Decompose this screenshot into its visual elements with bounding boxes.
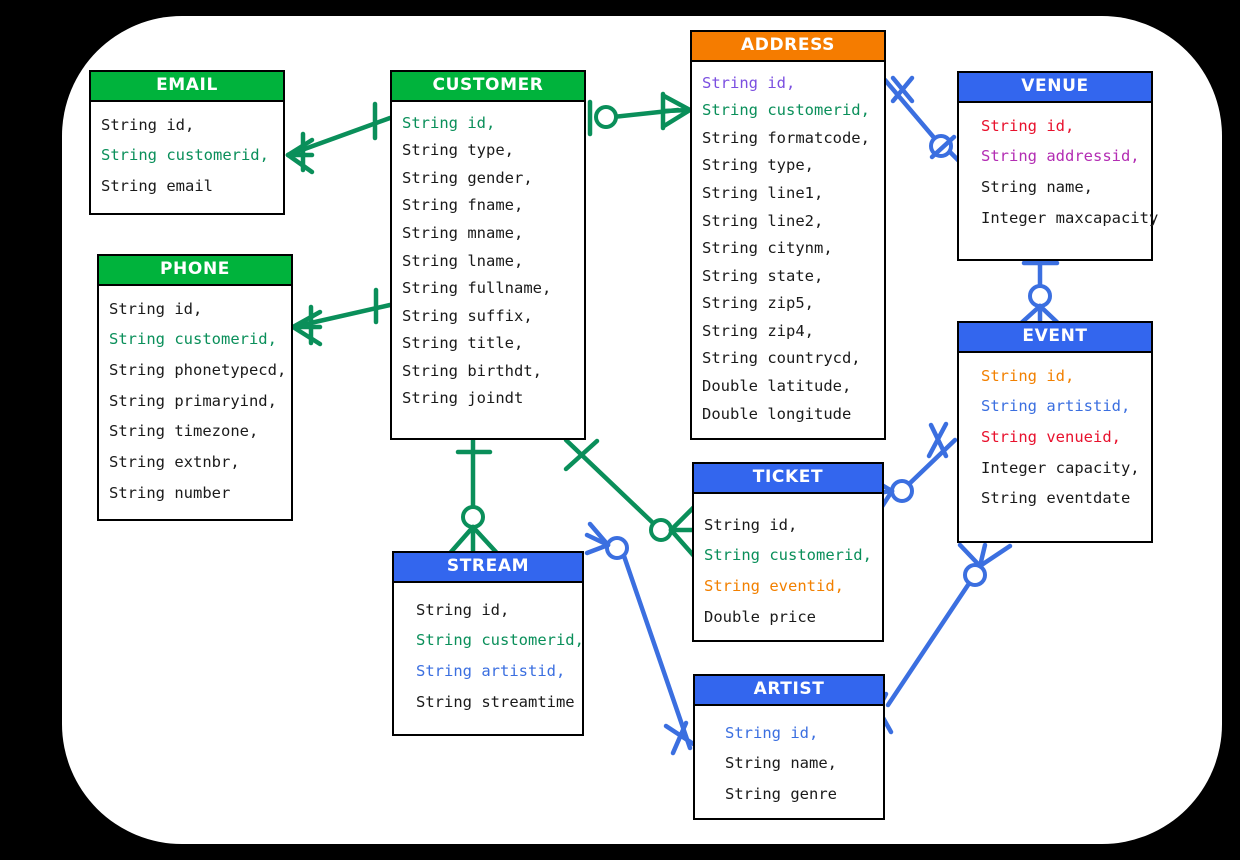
- entity-stream[interactable]: STREAM String id, String customerid, Str…: [392, 551, 584, 736]
- field: String customerid,: [109, 330, 277, 349]
- field: String addressid,: [981, 147, 1140, 166]
- field: String id,: [725, 723, 819, 742]
- field: String id,: [704, 515, 798, 534]
- field: String formatcode,: [702, 128, 870, 147]
- field: Double latitude,: [702, 377, 852, 396]
- field: String primaryind,: [109, 391, 277, 410]
- entity-title-email: EMAIL: [91, 72, 283, 102]
- field: String id,: [981, 366, 1075, 385]
- field: String zip5,: [702, 294, 814, 313]
- field: String artistid,: [416, 662, 566, 681]
- entity-title-event: EVENT: [959, 323, 1151, 353]
- field: Integer maxcapacity: [981, 208, 1159, 227]
- entity-title-ticket: TICKET: [694, 464, 882, 494]
- field: String id,: [109, 299, 203, 318]
- entity-fields-stream: String id, String customerid, String art…: [394, 583, 584, 728]
- entity-title-stream: STREAM: [394, 553, 582, 583]
- field: String eventdate: [981, 489, 1131, 508]
- field: String lname,: [402, 251, 524, 270]
- entity-title-phone: PHONE: [99, 256, 291, 286]
- field: String eventid,: [704, 577, 844, 596]
- entity-fields-customer: String id, String type, String gender, S…: [392, 102, 584, 423]
- field: String fullname,: [402, 279, 552, 298]
- field: String id,: [702, 73, 796, 92]
- field: String id,: [981, 116, 1075, 135]
- field: String customerid,: [416, 631, 584, 650]
- entity-fields-address: String id, String customerid, String for…: [692, 62, 884, 439]
- field: String customerid,: [101, 146, 269, 165]
- entity-event[interactable]: EVENT String id, String artistid, String…: [957, 321, 1153, 543]
- field: String zip4,: [702, 321, 814, 340]
- field: String fname,: [402, 196, 524, 215]
- field: String artistid,: [981, 397, 1131, 416]
- entity-email[interactable]: EMAIL String id, String customerid, Stri…: [89, 70, 285, 215]
- field: String email: [101, 177, 213, 196]
- field: String state,: [702, 266, 824, 285]
- field: Double price: [704, 607, 816, 626]
- field: String title,: [402, 334, 524, 353]
- field: String mname,: [402, 224, 524, 242]
- field: String id,: [416, 600, 510, 619]
- field: String joindt: [402, 389, 524, 408]
- entity-fields-event: String id, String artistid, String venue…: [959, 353, 1151, 524]
- entity-ticket[interactable]: TICKET String id, String customerid, Str…: [692, 462, 884, 642]
- entity-fields-email: String id, String customerid, String ema…: [91, 102, 283, 212]
- field: String birthdt,: [402, 361, 542, 380]
- field: String countrycd,: [702, 349, 861, 368]
- field: String customerid,: [704, 546, 872, 565]
- field: String suffix,: [402, 306, 533, 325]
- entity-phone[interactable]: PHONE String id, String customerid, Stri…: [97, 254, 293, 521]
- entity-title-address: ADDRESS: [692, 32, 884, 62]
- field: String type,: [702, 156, 814, 175]
- field: String customerid,: [702, 101, 870, 120]
- entity-title-artist: ARTIST: [695, 676, 883, 706]
- field: String phonetypecd,: [109, 361, 287, 380]
- field: Double longitude: [702, 404, 852, 423]
- entity-artist[interactable]: ARTIST String id, String name, String ge…: [693, 674, 885, 820]
- entity-address[interactable]: ADDRESS String id, String customerid, St…: [690, 30, 886, 440]
- field: String id,: [101, 115, 195, 134]
- entity-fields-venue: String id, String addressid, String name…: [959, 103, 1159, 244]
- entity-title-customer: CUSTOMER: [392, 72, 584, 102]
- field: String streamtime: [416, 692, 575, 711]
- field: String line1,: [702, 184, 824, 202]
- entity-fields-phone: String id, String customerid, String pho…: [99, 286, 291, 519]
- entity-fields-artist: String id, String name, String genre: [695, 706, 883, 820]
- field: String line2,: [702, 211, 824, 230]
- field: String venueid,: [981, 428, 1121, 447]
- field: String name,: [981, 178, 1093, 197]
- entity-fields-ticket: String id, String customerid, String eve…: [694, 494, 882, 643]
- field: String timezone,: [109, 422, 259, 441]
- field: String citynm,: [702, 239, 833, 258]
- field: String type,: [402, 141, 514, 160]
- field: String gender,: [402, 168, 533, 187]
- field: String id,: [402, 113, 496, 132]
- entity-title-venue: VENUE: [959, 73, 1151, 103]
- field: String number: [109, 483, 231, 502]
- field: Integer capacity,: [981, 458, 1140, 477]
- field: String genre: [725, 785, 837, 804]
- entity-customer[interactable]: CUSTOMER String id, String type, String …: [390, 70, 586, 440]
- field: String name,: [725, 754, 837, 773]
- field: String extnbr,: [109, 453, 240, 472]
- entity-venue[interactable]: VENUE String id, String addressid, Strin…: [957, 71, 1159, 261]
